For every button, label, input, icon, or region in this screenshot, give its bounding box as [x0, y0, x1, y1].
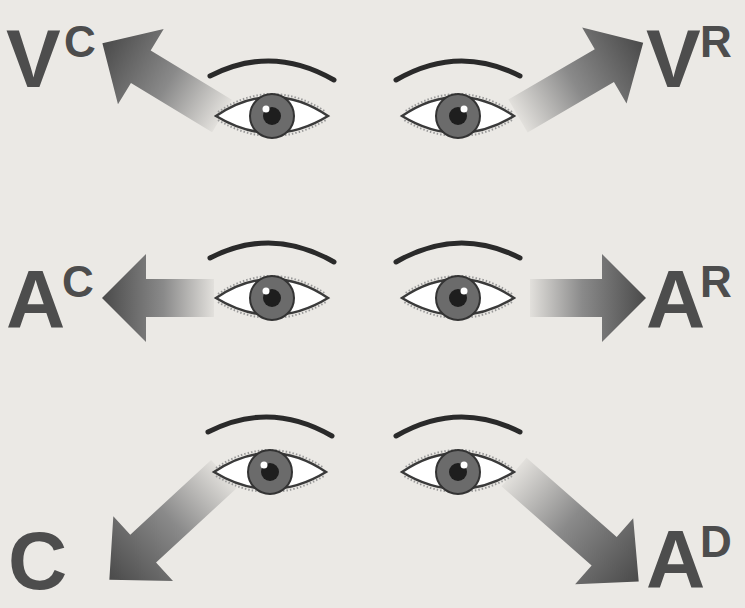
direction-superscript: D: [700, 520, 732, 564]
direction-letter: C: [8, 520, 67, 602]
direction-superscript: C: [62, 260, 94, 304]
direction-letter: V: [6, 18, 61, 100]
arrow: [80, 5, 668, 608]
eye: [208, 61, 520, 494]
direction-superscript: R: [700, 20, 732, 64]
direction-letter: V: [646, 18, 701, 100]
direction-letter: A: [646, 258, 705, 340]
direction-letter: A: [6, 258, 65, 340]
direction-superscript: C: [64, 20, 96, 64]
direction-letter: A: [646, 518, 705, 600]
direction-superscript: R: [700, 260, 732, 304]
